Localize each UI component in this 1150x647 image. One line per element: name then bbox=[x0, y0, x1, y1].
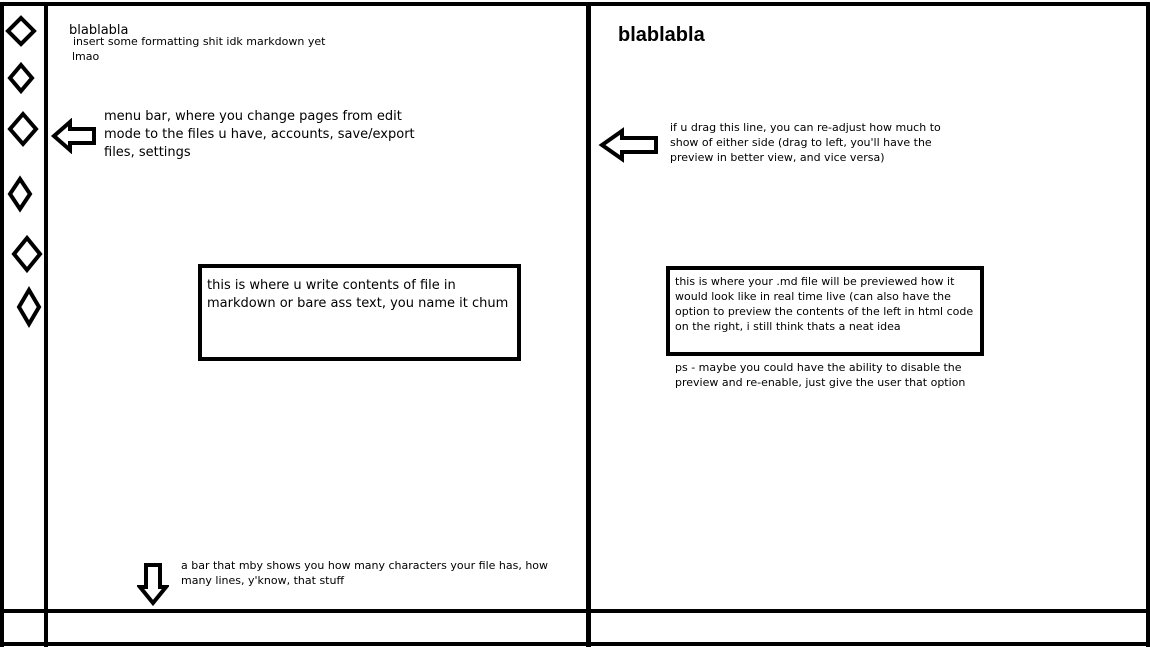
divider-note-line-1: if u drag this line, you can re-adjust h… bbox=[670, 121, 941, 134]
preview-box-line-2: would look like in real time live (can a… bbox=[675, 290, 951, 303]
preview-box-line-1: this is where your .md file will be prev… bbox=[675, 275, 955, 288]
status-bar-note-line-1: a bar that mby shows you how many charac… bbox=[181, 559, 549, 572]
diamond-icon bbox=[7, 175, 33, 213]
diamond-icon bbox=[16, 286, 42, 328]
menu-note-line-2: mode to the files u have, accounts, save… bbox=[104, 127, 415, 142]
editor-input-area[interactable]: this is where u write contents of file i… bbox=[198, 264, 521, 361]
editor-heading: blablabla bbox=[69, 23, 129, 38]
divider-arrow-icon bbox=[598, 127, 658, 163]
status-bar-editor-cell bbox=[48, 613, 586, 642]
diamond-icon bbox=[5, 15, 37, 47]
outer-border-top bbox=[0, 2, 1150, 6]
down-arrow-icon bbox=[137, 563, 169, 607]
outer-border-bottom bbox=[0, 642, 1150, 646]
diamond-icon bbox=[7, 110, 39, 148]
menu-note-line-1: menu bar, where you change pages from ed… bbox=[104, 109, 402, 124]
preview-box-line-4: on the right, i still think thats a neat… bbox=[675, 320, 901, 333]
diamond-icon bbox=[7, 61, 35, 95]
ps-note-line-2: preview and re-enable, just give the use… bbox=[675, 376, 966, 389]
menu-item-3[interactable] bbox=[6, 110, 40, 148]
menu-note-line-3: files, settings bbox=[104, 145, 191, 160]
menu-bar-divider bbox=[44, 2, 48, 647]
left-arrow-icon bbox=[50, 118, 96, 154]
editor-input-line-1: this is where u write contents of file i… bbox=[207, 278, 456, 293]
editor-subtext-line-2: lmao bbox=[72, 50, 100, 63]
status-bar-note-line-2: many lines, y'know, that stuff bbox=[181, 574, 345, 587]
menu-item-1[interactable] bbox=[4, 14, 38, 48]
ps-note-line-1: ps - maybe you could have the ability to… bbox=[675, 361, 962, 374]
outer-border-right bbox=[1146, 2, 1150, 647]
menu-bar bbox=[4, 6, 44, 609]
editor-subtext-line-1: insert some formatting shit idk markdown… bbox=[73, 35, 326, 48]
divider-note-line-2: show of either side (drag to left, you'l… bbox=[670, 136, 932, 149]
preview-box-line-3: option to preview the contents of the le… bbox=[675, 305, 974, 318]
preview-heading: blablabla bbox=[618, 24, 705, 46]
menu-item-4[interactable] bbox=[6, 175, 34, 213]
menu-item-6[interactable] bbox=[15, 286, 43, 328]
status-bar-border bbox=[0, 609, 1150, 613]
menu-item-2[interactable] bbox=[6, 61, 36, 95]
outer-border-left bbox=[0, 2, 4, 647]
divider-note-line-3: preview in better view, and vice versa) bbox=[670, 151, 885, 164]
editor-input-line-2: markdown or bare ass text, you name it c… bbox=[207, 296, 509, 311]
status-bar-preview-cell bbox=[591, 613, 1146, 642]
pane-resize-divider[interactable] bbox=[586, 2, 591, 647]
markdown-preview-area: this is where your .md file will be prev… bbox=[666, 266, 984, 356]
diamond-icon bbox=[11, 234, 43, 274]
status-bar-menu-cell bbox=[4, 613, 44, 642]
menu-item-5[interactable] bbox=[10, 234, 44, 274]
